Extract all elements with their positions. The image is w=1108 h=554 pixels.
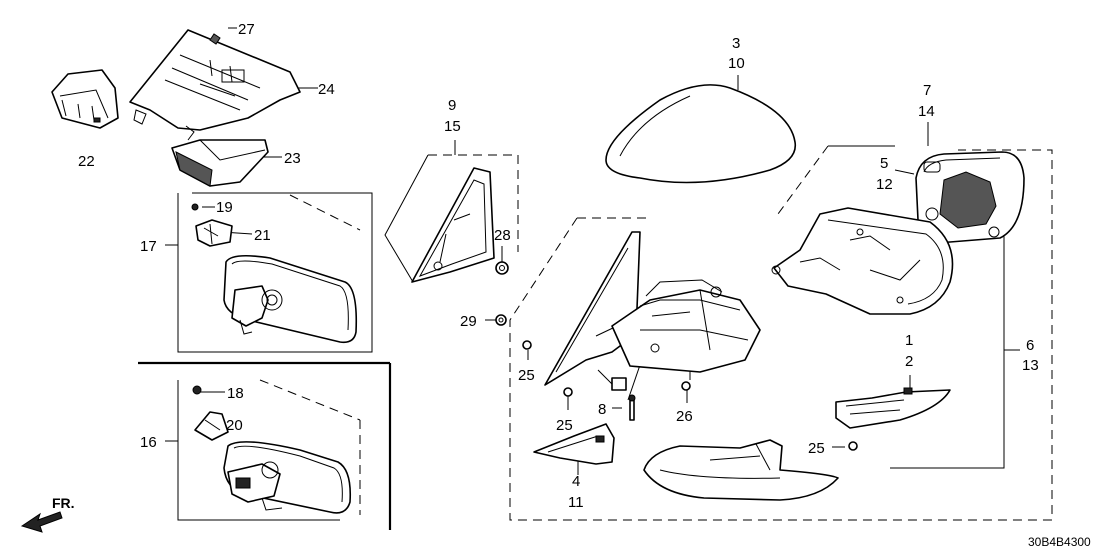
part-23-cover [171, 139, 269, 187]
callout-14: 14 [918, 103, 935, 120]
callout-1: 1 [905, 332, 913, 349]
callout-19: 19 [216, 199, 233, 216]
front-direction-arrow: FR. [20, 495, 75, 533]
callout-6: 6 [1026, 337, 1034, 354]
screws [522, 340, 858, 451]
callout-11: 11 [568, 494, 584, 511]
part-22-cover [51, 69, 119, 129]
direction-label: FR. [52, 495, 75, 511]
callout-21: 21 [254, 227, 271, 244]
callout-20: 20 [226, 417, 243, 434]
callout-5: 5 [880, 155, 888, 172]
callout-25-right: 25 [808, 440, 825, 457]
callout-22: 22 [78, 153, 95, 170]
callout-10: 10 [728, 55, 745, 72]
part-9-garnish [411, 167, 495, 283]
part-3-mirror-cap [605, 84, 797, 184]
part-16-inside-mirror [192, 385, 352, 514]
callout-13: 13 [1022, 357, 1039, 374]
callout-26: 26 [676, 408, 693, 425]
callout-18: 18 [227, 385, 244, 402]
part-1-turn-signal [835, 387, 951, 429]
callout-8: 8 [598, 401, 606, 418]
callout-28: 28 [494, 227, 511, 244]
part-28-29-nuts [495, 261, 509, 326]
callout-29: 29 [460, 313, 477, 330]
part-17-inside-mirror [191, 203, 358, 344]
callout-3: 3 [732, 35, 740, 52]
part-4-garnish [533, 423, 615, 465]
callout-23: 23 [284, 150, 301, 167]
callout-17: 17 [140, 238, 157, 255]
lower-cover [643, 439, 839, 501]
callout-9: 9 [448, 97, 456, 114]
callout-24: 24 [318, 81, 335, 98]
callout-4: 4 [572, 473, 580, 490]
mirror-base-assembly [544, 231, 761, 421]
callout-7: 7 [923, 82, 931, 99]
part-24-cover [129, 29, 301, 141]
callout-labels: 27 24 22 23 19 21 17 18 20 16 9 15 28 29… [78, 21, 1091, 549]
callout-27: 27 [238, 21, 255, 38]
callout-16: 16 [140, 434, 157, 451]
callout-15: 15 [444, 118, 461, 135]
part-6-mirror-housing [771, 207, 954, 315]
callout-25-lower: 25 [556, 417, 573, 434]
callout-25-left: 25 [518, 367, 535, 384]
diagram-code: 30B4B4300 [1028, 535, 1091, 549]
callout-2: 2 [905, 353, 913, 370]
callout-12: 12 [876, 176, 893, 193]
part-5-mirror-glass [915, 151, 1025, 243]
